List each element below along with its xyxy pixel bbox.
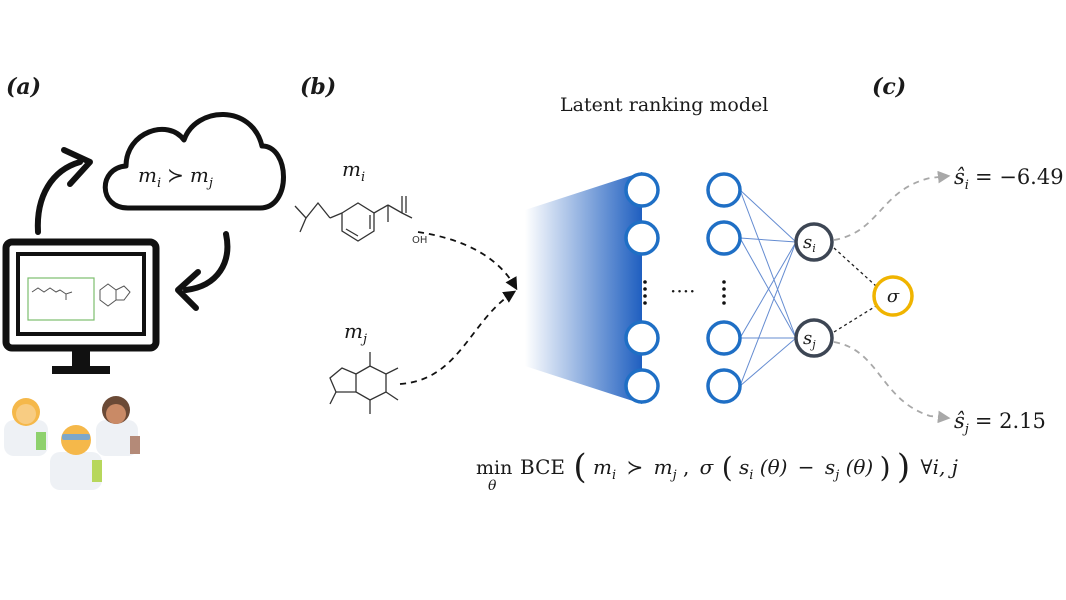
cloud-icon: [102, 112, 286, 211]
vertical-ellipsis: [722, 280, 726, 305]
node-si: [794, 222, 834, 262]
molecule-mi-label: mi: [342, 157, 365, 185]
node: [624, 320, 660, 356]
edge: [739, 337, 797, 387]
edge: [739, 237, 797, 243]
objective-formula: min θ BCE ( mi ≻ mj , σ ( si (θ) − sj (θ…: [476, 447, 958, 494]
edge: [739, 189, 797, 243]
hidden-layer-2: [706, 172, 742, 404]
node: [706, 172, 742, 208]
panel-label-a: (a): [6, 74, 41, 100]
scientist-icon: [4, 396, 140, 490]
diagram-title: Latent ranking model: [560, 94, 768, 116]
oh-label: OH: [412, 235, 427, 246]
input-gradient-wedge: [525, 172, 642, 404]
edge: [739, 189, 797, 339]
node: [706, 220, 742, 256]
cloud-preference-text: mi≻mj: [138, 163, 213, 191]
node-si-label: si: [803, 232, 816, 255]
min-subscript: θ: [488, 478, 497, 494]
sigma-node: [872, 275, 914, 317]
panel-label-b: (b): [300, 74, 336, 100]
sigma-label: σ: [887, 286, 900, 307]
node-sj: [794, 318, 834, 358]
ibuprofen-structure: [294, 196, 413, 242]
horizontal-ellipsis: ····: [670, 279, 695, 303]
score-sj: ŝj= 2.15: [954, 409, 1046, 437]
node: [706, 368, 742, 404]
min-operator: min: [476, 457, 512, 479]
dashed-arrow-mi: [417, 231, 518, 291]
cycle-arrow-icon: [34, 147, 231, 311]
node: [624, 172, 660, 208]
molecule-mj-label: mj: [344, 319, 367, 347]
monitor-icon: [2, 238, 160, 374]
vertical-ellipsis: [643, 280, 647, 305]
sj-to-sigma-edge: [833, 305, 877, 333]
edge: [739, 237, 797, 339]
edge: [739, 241, 797, 387]
score-arrow-i: [833, 170, 951, 241]
network-edges: [739, 189, 797, 387]
score-arrow-j: [833, 341, 951, 424]
node: [624, 368, 660, 404]
edge: [739, 241, 797, 339]
si-to-sigma-edge: [833, 247, 877, 287]
dashed-arrow-mj: [399, 290, 517, 385]
node: [706, 320, 742, 356]
hidden-layer-1: [624, 172, 660, 404]
objective-expression: BCE ( mi ≻ mj , σ ( si (θ) − sj (θ) ) ) …: [520, 447, 958, 487]
node: [624, 220, 660, 256]
score-si: ŝi= −6.49: [954, 165, 1064, 193]
node-sj-label: sj: [803, 328, 816, 351]
caffeine-structure: [329, 352, 399, 414]
panel-label-c: (c): [872, 74, 906, 100]
